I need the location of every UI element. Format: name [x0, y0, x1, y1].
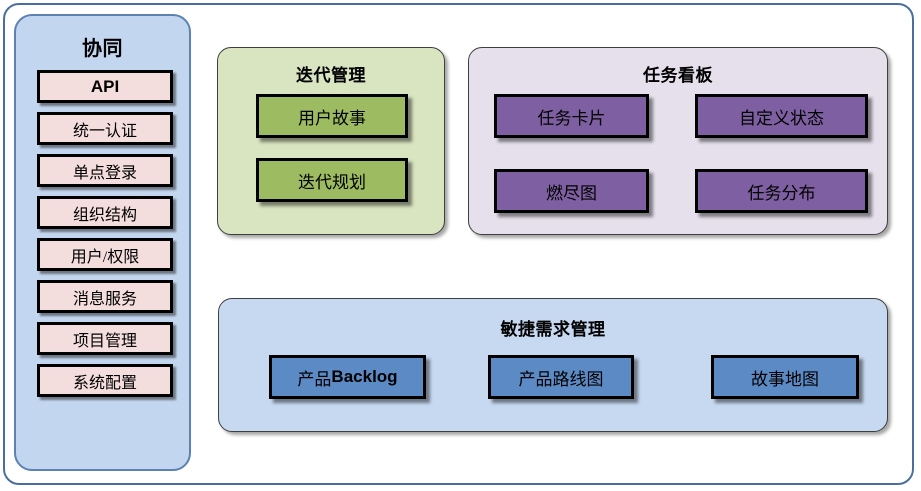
panel-taskboard-title: 任务看板	[643, 66, 713, 85]
sidebar-item-system-config[interactable]: 系统配置	[37, 364, 173, 397]
node-task-distribution[interactable]: 任务分布	[695, 169, 868, 213]
sidebar-item-api[interactable]: API	[37, 70, 173, 103]
node-user-story[interactable]: 用户故事	[256, 94, 408, 138]
node-story-map[interactable]: 故事地图	[711, 355, 859, 399]
panel-task-board[interactable]: 任务看板 任务卡片 自定义状态 燃尽图 任务分布	[468, 47, 888, 235]
sidebar-title: 协同	[82, 38, 123, 60]
sidebar-item-org-structure[interactable]: 组织结构	[37, 196, 173, 229]
sidebar-item-user-permission[interactable]: 用户/权限	[37, 238, 173, 271]
sidebar-panel-collaboration[interactable]: 协同 API 统一认证 单点登录 组织结构 用户/权限 消息服务 项目管理 系统…	[14, 14, 191, 471]
sidebar-item-unified-auth[interactable]: 统一认证	[37, 112, 173, 145]
panel-iteration-title: 迭代管理	[296, 66, 366, 85]
sidebar-item-message-service[interactable]: 消息服务	[37, 280, 173, 313]
node-burndown-chart[interactable]: 燃尽图	[494, 169, 649, 213]
panel-agile-title: 敏捷需求管理	[500, 320, 606, 339]
panel-iteration-management[interactable]: 迭代管理 用户故事 迭代规划	[217, 47, 445, 235]
sidebar-item-project-management[interactable]: 项目管理	[37, 322, 173, 355]
node-task-card[interactable]: 任务卡片	[494, 94, 649, 138]
node-custom-status[interactable]: 自定义状态	[695, 94, 868, 138]
sidebar-item-list: API 统一认证 单点登录 组织结构 用户/权限 消息服务 项目管理 系统配置	[37, 70, 173, 406]
node-product-backlog-cjk: 产品	[297, 369, 332, 389]
node-product-backlog-latin: Backlog	[331, 367, 398, 386]
sidebar-item-single-sign-on[interactable]: 单点登录	[37, 154, 173, 187]
node-product-roadmap[interactable]: 产品路线图	[488, 355, 634, 399]
node-iteration-planning[interactable]: 迭代规划	[256, 158, 408, 202]
